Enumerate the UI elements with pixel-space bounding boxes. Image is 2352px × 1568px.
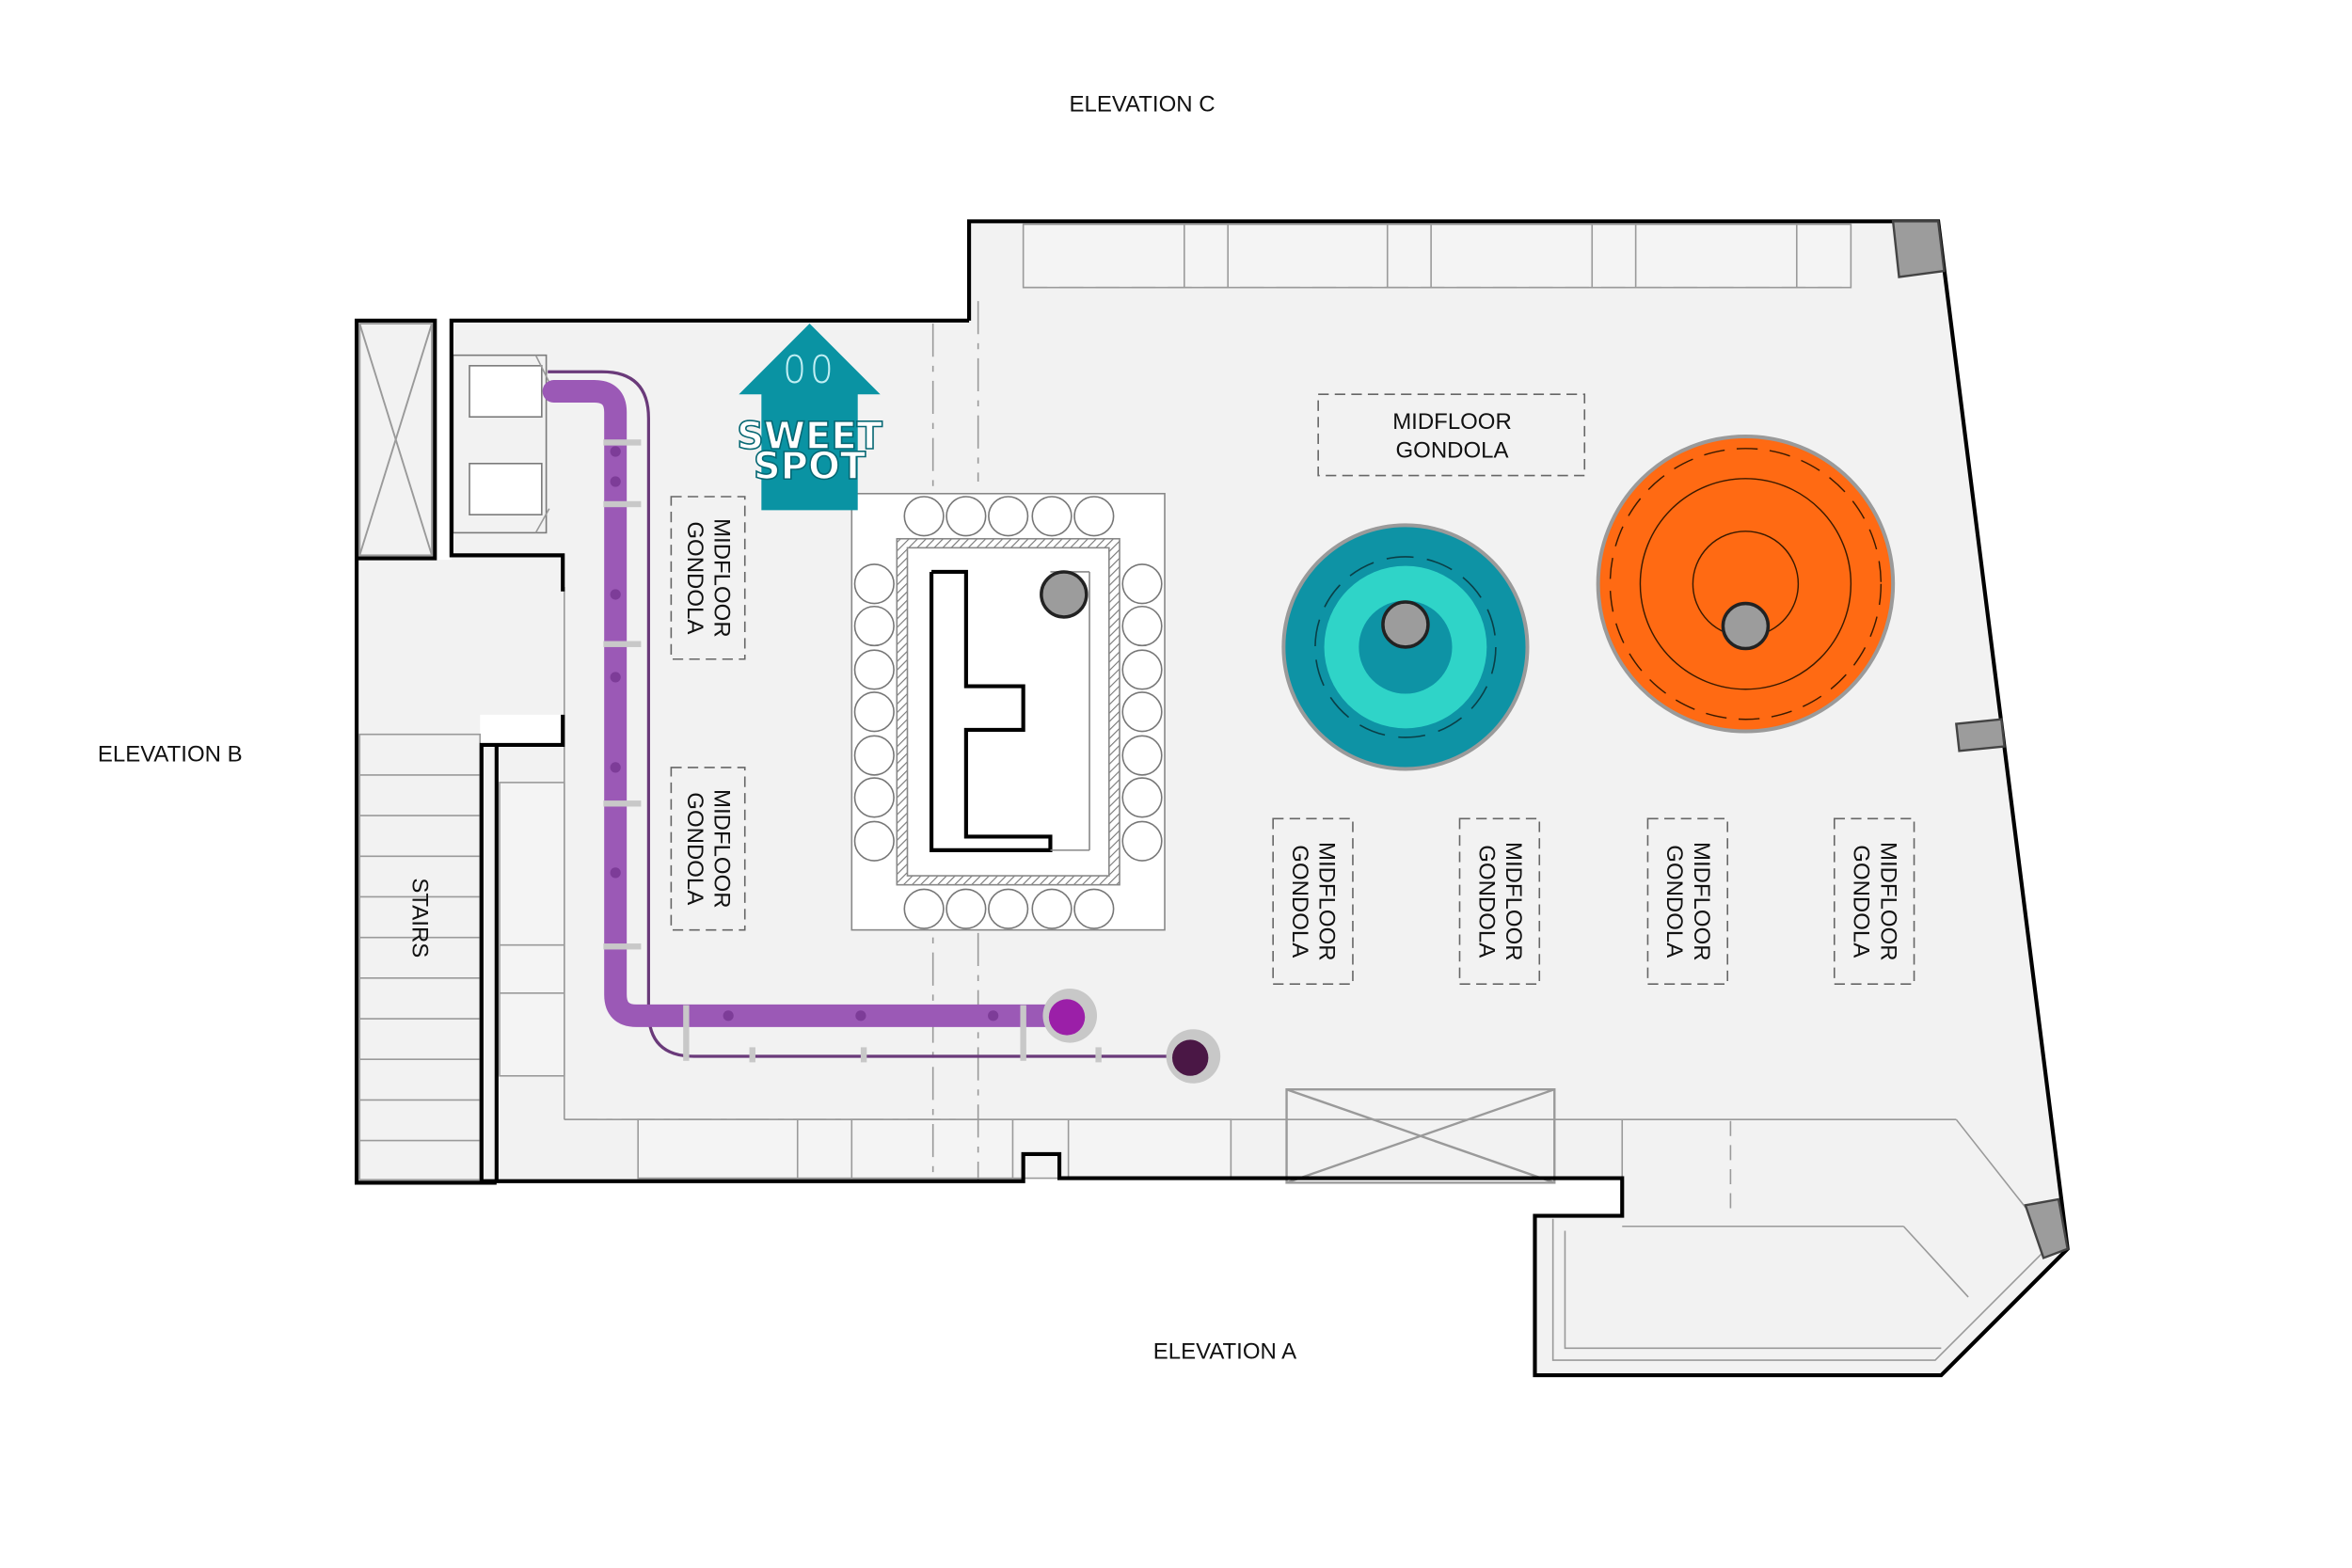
- sweet-spot-label: SWEET: [737, 415, 882, 458]
- elevator-shaft: [358, 323, 434, 557]
- gondola-left-1: MIDFLOOR GONDOLA: [682, 518, 735, 638]
- gondola-label: MIDFLOOR: [1501, 842, 1526, 961]
- stairs-label-group: STAIRS: [406, 878, 432, 958]
- gondola-label: GONDOLA: [1473, 845, 1499, 958]
- gondola-label: GONDOLA: [1287, 845, 1312, 958]
- gondola-label: GONDOLA: [682, 521, 707, 634]
- gondola-label: MIDFLOOR: [1314, 842, 1340, 961]
- gondola-label: MIDFLOOR: [1875, 842, 1900, 961]
- gondola-bottom-3: MIDFLOOR GONDOLA: [1661, 842, 1714, 961]
- counter-fixture: [452, 354, 550, 534]
- gondola-bottom-1: MIDFLOOR GONDOLA: [1287, 842, 1340, 961]
- gondola-label: MIDFLOOR: [1689, 842, 1714, 961]
- elevation-a-label: ELEVATION A: [1153, 1339, 1296, 1365]
- gondola-label: MIDFLOOR: [709, 518, 735, 638]
- elevation-b-label: ELEVATION B: [98, 742, 243, 768]
- gondola-label: GONDOLA: [1396, 437, 1509, 463]
- elevation-c-label: ELEVATION C: [1069, 92, 1215, 118]
- column-icon: [1381, 600, 1430, 649]
- gondola-label: MIDFLOOR: [1392, 409, 1512, 435]
- gondola-bottom-2: MIDFLOOR GONDOLA: [1473, 842, 1526, 961]
- gondola-label: GONDOLA: [1661, 845, 1687, 958]
- gondola-outlines: [670, 393, 1915, 986]
- gondola-label: GONDOLA: [1849, 845, 1874, 958]
- round-display-orange: [1596, 435, 1896, 734]
- sweet-spot-marker: SWEET SPOT: [736, 324, 883, 511]
- gondola-left-2: MIDFLOOR GONDOLA: [682, 789, 735, 909]
- cash-wrap: [850, 492, 1166, 931]
- gondola-bottom-4: MIDFLOOR GONDOLA: [1849, 842, 1901, 961]
- gondola-top: MIDFLOOR GONDOLA: [1392, 409, 1512, 463]
- walls: [354, 219, 2070, 1378]
- wall-columns: [1891, 220, 2070, 1259]
- cash-wrap-seats: [853, 496, 1163, 929]
- stairs-label: STAIRS: [406, 878, 432, 958]
- cash-wrap-column: [1040, 570, 1089, 619]
- gondola-label: MIDFLOOR: [709, 789, 735, 909]
- architectural-lines: [358, 223, 2047, 1361]
- sweet-spot-label: SPOT: [754, 445, 866, 488]
- gondola-label: GONDOLA: [682, 792, 707, 905]
- floor-opening: [1285, 1087, 1556, 1184]
- stairs: [359, 774, 481, 1142]
- footprints-icon: [786, 354, 831, 384]
- column-icon: [1721, 601, 1771, 651]
- round-display-teal: [1281, 523, 1530, 771]
- customer-path: [542, 370, 1221, 1084]
